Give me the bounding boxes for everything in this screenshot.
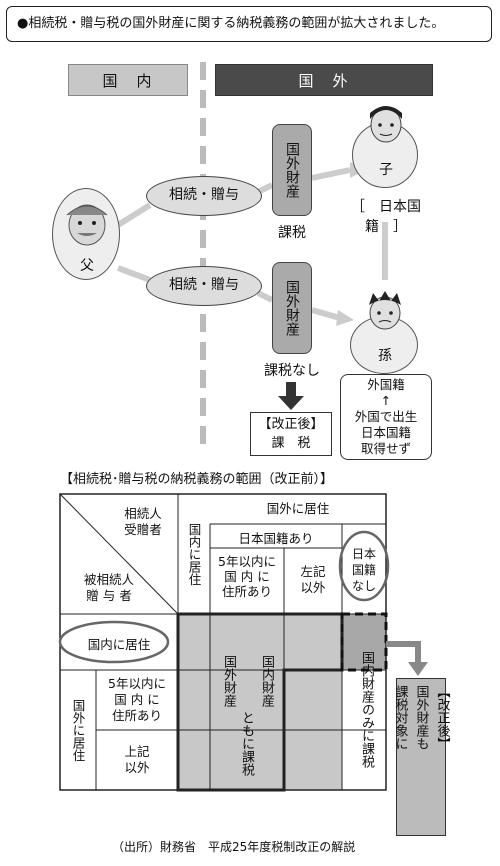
note-line: ↑: [380, 393, 392, 408]
child-nationality: ［ 日本国籍 ］: [351, 199, 421, 235]
col-no-nationality: 日本国籍なし: [350, 536, 378, 604]
grandchild-note: 外国籍 ↑ 外国で出生 日本国籍 取得せず: [340, 374, 432, 460]
heir-line: 相続人: [124, 506, 162, 521]
both-taxed-foreign: 国外財産: [221, 655, 236, 707]
foreign-asset-box: 国外財産: [272, 262, 312, 354]
col-other-line: 左記: [300, 564, 326, 579]
col-5yr: 5年以内に 国 内 に 住所あり: [210, 554, 284, 599]
col-5yr-line: 国 内 に: [224, 569, 270, 584]
father-face-icon: [66, 204, 108, 246]
both-taxed-label: ともに課税: [239, 710, 254, 776]
inheritance-gift-ellipse: 相続・贈与: [146, 176, 262, 216]
highlight-ellipse: [338, 530, 390, 602]
row-5yr-line: 国 内 に: [114, 692, 160, 707]
revised-side-line: 国外財産も: [413, 685, 429, 750]
revised-side-box: 【改正後】 国外財産も 課税対象に: [393, 678, 450, 836]
connector: [256, 290, 274, 303]
revised-result: 課 税: [271, 436, 311, 451]
child-label: 子: [379, 162, 393, 178]
heir-label: 相続人 受贈者: [110, 506, 176, 538]
note-line: 日本国籍: [360, 425, 411, 440]
domestic-only-taxed: 国内財産のみに課税: [359, 650, 374, 768]
heir-line: 受贈者: [124, 522, 162, 537]
revised-label: 【改正後】: [258, 417, 324, 432]
col-other-line: 以外: [300, 580, 326, 595]
col-domestic-resident: 国内に居住: [186, 522, 202, 586]
col-foreign-resident: 国外に居住: [266, 501, 330, 516]
source-note: （出所）財務省 平成25年度税制改正の解説: [112, 840, 356, 854]
connector: [311, 307, 341, 321]
row-5yr: 5年以内に 国 内 に 住所あり: [96, 676, 178, 724]
connector: [311, 167, 351, 181]
revised-taxed-box: 【改正後】 課 税: [250, 412, 332, 456]
row-foreign-resident: 国外に居住: [70, 698, 86, 762]
col-japanese-nationality: 日本国籍あり: [238, 531, 314, 546]
row-5yr-line: 5年以内に: [108, 676, 166, 691]
note-line: 取得せず: [360, 441, 411, 456]
revised-side-line: 【改正後】: [434, 685, 450, 750]
table-title: 【相続税･贈与税の納税義務の範囲（改正前）】: [60, 472, 334, 487]
highlight-ellipse: [58, 620, 170, 664]
not-taxed-label: 課税なし: [264, 363, 320, 379]
revised-side-line: 課税対象に: [392, 685, 408, 750]
child-circle: 子: [352, 106, 418, 188]
col-no-nationality-text: 日本国籍なし: [351, 547, 376, 593]
note-line: 外国籍: [367, 377, 405, 392]
foreign-asset-box: 国外財産: [272, 124, 312, 216]
row-5yr-line: 住所あり: [111, 708, 162, 723]
father-circle: 父: [52, 188, 120, 280]
col-5yr-line: 住所あり: [221, 584, 272, 599]
child-face-icon: [370, 106, 402, 143]
col-5yr-line: 5年以内に: [218, 554, 276, 569]
page-title: ●相続税・贈与税の国外財産に関する納税義務の範囲が拡大されました。: [6, 6, 492, 42]
arrow-head: [336, 310, 354, 326]
inheritance-gift-ellipse: 相続・贈与: [146, 266, 262, 306]
row-other-line: 上記: [124, 744, 150, 759]
connector: [116, 265, 152, 283]
grandchild-label: 孫: [378, 348, 392, 364]
row-other-line: 以外: [124, 760, 150, 775]
decedent-line: 贈 与 者: [86, 588, 132, 603]
domestic-header: 国 内: [68, 64, 188, 96]
down-arrow: [278, 396, 304, 410]
connector: [116, 202, 152, 228]
father-label: 父: [80, 258, 94, 274]
col-other: 左記 以外: [284, 564, 342, 596]
row-other: 上記 以外: [96, 744, 178, 776]
both-taxed-domestic: 国内財産: [259, 655, 274, 707]
foreign-header: 国 外: [215, 64, 433, 96]
taxed-label: 課税: [278, 225, 306, 241]
grandchild-face-icon: [369, 291, 401, 330]
row-domestic-resident: 国内に居住: [87, 637, 151, 652]
decedent-label: 被相続人 贈 与 者: [64, 572, 154, 604]
grandchild-circle: 孫: [350, 291, 418, 374]
decedent-line: 被相続人: [83, 572, 134, 587]
note-line: 外国で出生: [354, 409, 418, 424]
